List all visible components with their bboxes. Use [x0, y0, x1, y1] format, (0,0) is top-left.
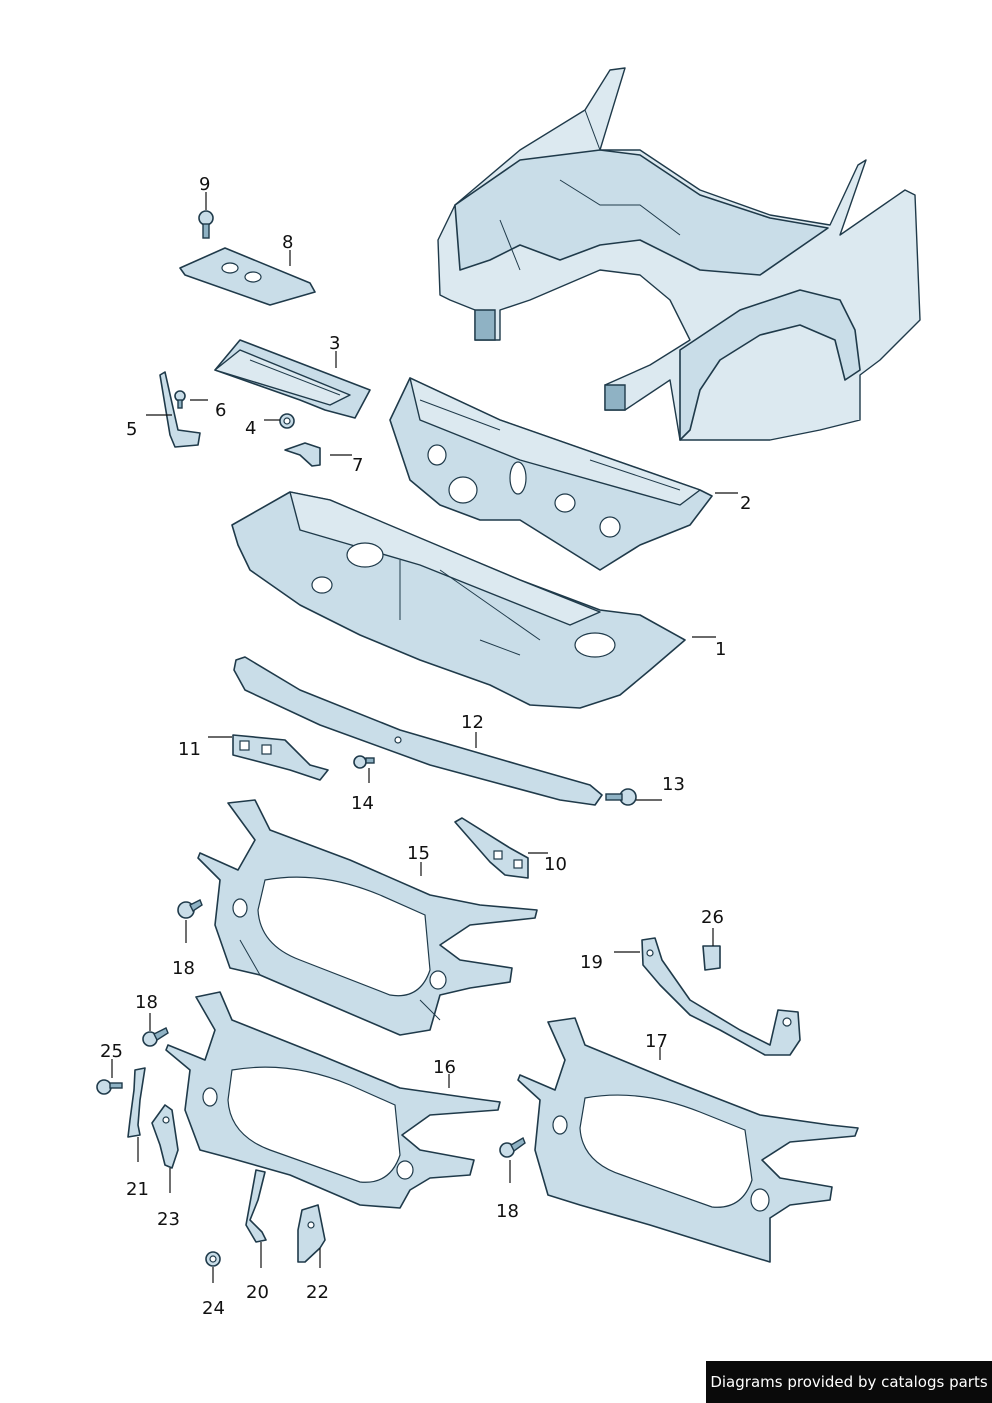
callout-23: 23	[157, 1209, 180, 1230]
bolt-6-icon	[174, 390, 186, 409]
callout-15: 15	[407, 843, 430, 864]
car-body-illustration	[437, 67, 921, 441]
callout-18c: 18	[496, 1201, 519, 1222]
callout-25: 25	[100, 1041, 123, 1062]
cover-3	[214, 339, 371, 419]
leader-lines	[111, 192, 738, 1283]
callout-2: 2	[740, 493, 751, 514]
bolt-25-icon	[96, 1079, 123, 1095]
callout-6: 6	[215, 400, 226, 421]
front-panel-15	[197, 799, 538, 1036]
callout-22: 22	[306, 1282, 329, 1303]
callout-8: 8	[282, 232, 293, 253]
attribution-banner: Diagrams provided by catalogs parts	[706, 1361, 992, 1403]
callout-18b: 18	[135, 992, 158, 1013]
callout-5: 5	[126, 419, 137, 440]
bolt-13-icon	[605, 788, 637, 806]
callout-12: 12	[461, 712, 484, 733]
cross-member-12	[233, 656, 603, 806]
bracket-8	[179, 247, 316, 306]
bracket-23	[151, 1104, 179, 1169]
callout-7: 7	[352, 455, 363, 476]
callout-26: 26	[701, 907, 724, 928]
rivet-18-icon-c	[499, 1136, 526, 1158]
callout-4: 4	[245, 418, 256, 439]
callout-14: 14	[351, 793, 374, 814]
callout-19: 19	[580, 952, 603, 973]
callout-10: 10	[544, 854, 567, 875]
callout-11: 11	[178, 739, 201, 760]
rivet-18-icon-b	[142, 1027, 169, 1047]
bracket-19	[641, 937, 801, 1056]
callout-9: 9	[199, 174, 210, 195]
front-panel-16	[165, 991, 501, 1209]
callout-3: 3	[329, 333, 340, 354]
bracket-5	[159, 371, 201, 448]
bracket-22	[297, 1204, 326, 1263]
plenum-panel-1	[231, 491, 686, 709]
callout-1: 1	[715, 639, 726, 660]
bolt-9-icon	[198, 210, 214, 239]
bracket-10	[454, 817, 529, 879]
nut-4-icon	[279, 413, 295, 429]
bracket-21	[127, 1067, 146, 1138]
callout-20: 20	[246, 1282, 269, 1303]
bracket-11	[232, 734, 329, 781]
bolt-14-icon	[353, 755, 375, 769]
callout-13: 13	[662, 774, 685, 795]
clip-7	[284, 442, 321, 467]
nut-24-icon	[205, 1251, 221, 1267]
front-panel-17	[517, 1017, 859, 1263]
callout-labels: 9 8 3 5 6 4 7 2 1 12 11 13 14 10 15 18 2…	[100, 174, 751, 1319]
rivet-18-icon-a	[177, 899, 203, 919]
callout-16: 16	[433, 1057, 456, 1078]
callout-17: 17	[645, 1031, 668, 1052]
sensor-20	[245, 1169, 267, 1243]
attribution-text: Diagrams provided by catalogs parts	[710, 1373, 988, 1391]
callout-18a: 18	[172, 958, 195, 979]
callout-21: 21	[126, 1179, 149, 1200]
bulkhead-2	[389, 377, 713, 571]
nut-26-icon	[702, 945, 721, 971]
callout-24: 24	[202, 1298, 225, 1319]
